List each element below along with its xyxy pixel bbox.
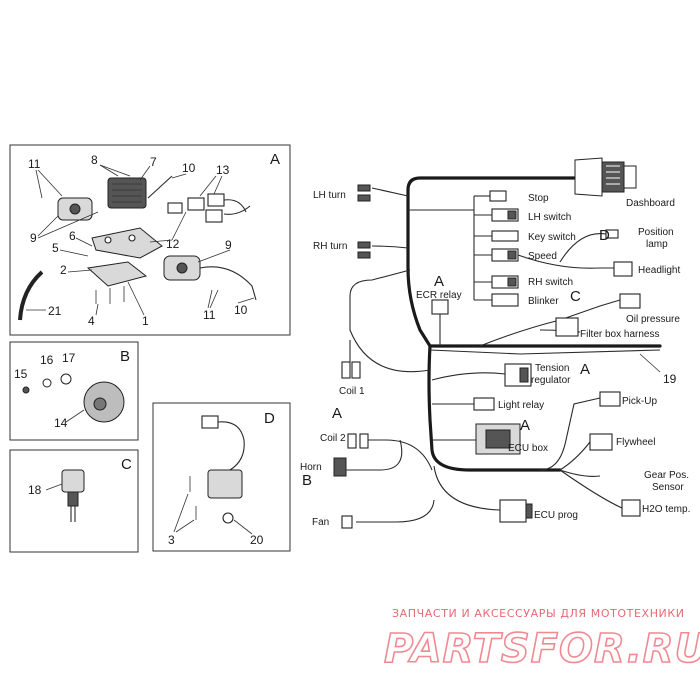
ref-7: 7 [150, 155, 157, 169]
watermark: ЗАПЧАСТИ И АКСЕССУАРЫ ДЛЯ МОТОТЕХНИКИ PA… [383, 607, 700, 673]
panel-d: D 3 20 [152, 402, 291, 552]
panel-b-letter: B [120, 348, 130, 365]
ref-18: 18 [28, 483, 42, 497]
letter-a-coil2: A [332, 405, 342, 422]
nut-15 [22, 386, 30, 394]
fan-connector [341, 515, 353, 529]
ref-15: 15 [14, 367, 28, 381]
label-rh-turn: RH turn [313, 241, 347, 252]
label-dashboard: Dashboard [626, 198, 675, 209]
label-coil1: Coil 1 [339, 386, 365, 397]
wiring-labels: LH turn RH turn Dashboard Stop LH switch… [300, 190, 690, 528]
label-gear-pos-1: Gear Pos. [644, 470, 689, 481]
module-connector [201, 415, 219, 429]
module-part [207, 469, 243, 499]
ref-1: 1 [142, 314, 149, 328]
wiring-harness [333, 157, 662, 529]
label-position-1: Position [638, 227, 674, 238]
watermark-logo: PARTSFOR.RU [384, 626, 700, 672]
ref-9-right: 9 [225, 238, 232, 252]
ref-14: 14 [54, 416, 68, 430]
ref-13: 13 [216, 163, 230, 177]
ref-17: 17 [62, 351, 76, 365]
label-lh-turn: LH turn [313, 190, 346, 201]
label-fan: Fan [312, 517, 329, 528]
label-oil-pressure: Oil pressure [626, 314, 680, 325]
ref-10-top: 10 [182, 161, 196, 175]
sensor-part [61, 469, 85, 493]
ref-3: 3 [168, 533, 175, 547]
ref-10-bottom: 10 [234, 303, 248, 317]
label-filter-box: Filter box harness [580, 329, 659, 340]
label-pick-up: Pick-Up [622, 396, 657, 407]
panel-c-letter: C [121, 456, 132, 473]
panel-d-letter: D [264, 410, 275, 427]
dashboard-connector [574, 157, 603, 197]
panel-a-leaders [26, 164, 255, 316]
lower-trunk [427, 344, 562, 472]
label-ecu-box: ECU box [508, 443, 548, 454]
label-ecu-prog: ECU prog [534, 510, 578, 521]
label-h2o: H2O temp. [642, 504, 690, 515]
label-headlight: Headlight [638, 265, 680, 276]
label-speed: Speed [528, 251, 557, 262]
washer-17 [60, 373, 72, 385]
bracket-part [91, 227, 163, 259]
ref-8: 8 [91, 153, 98, 167]
ref-6: 6 [69, 229, 76, 243]
ref-20: 20 [250, 533, 264, 547]
label-ecr-relay: ECR relay [416, 290, 462, 301]
letter-b-horn: B [302, 472, 312, 489]
ref-11-bottom: 11 [203, 308, 216, 322]
plate-part [86, 261, 148, 287]
ref-19-wire [429, 349, 661, 355]
label-gear-pos-2: Sensor [652, 482, 684, 493]
label-key-switch: Key switch [528, 232, 576, 243]
hose-part [18, 270, 44, 321]
letter-a-tension: A [580, 361, 590, 378]
letter-d-speed: D [599, 227, 610, 244]
ref-5: 5 [52, 241, 59, 255]
panel-a: A [9, 144, 291, 336]
label-blinker: Blinker [528, 296, 559, 307]
filter-box-connector [555, 317, 579, 337]
ecu-prog-connector [499, 499, 527, 523]
label-light-relay: Light relay [498, 400, 544, 411]
horn-connector [333, 457, 347, 477]
panel-a-letter: A [270, 151, 280, 168]
coil-cap [69, 203, 81, 215]
letter-c-oil: C [570, 288, 581, 305]
label-coil2: Coil 2 [320, 433, 346, 444]
connector-13a [187, 197, 205, 211]
label-position-2: lamp [646, 239, 668, 250]
label-horn: Horn [300, 462, 322, 473]
panel-c: C 18 [9, 449, 139, 553]
letter-a-ecr: A [434, 273, 444, 290]
ref-4: 4 [88, 314, 95, 328]
label-tension-1: Tension [535, 363, 569, 374]
label-rh-switch: RH switch [528, 277, 573, 288]
label-stop: Stop [528, 193, 549, 204]
watermark-tagline: ЗАПЧАСТИ И АКСЕССУАРЫ ДЛЯ МОТОТЕХНИКИ [392, 607, 685, 620]
ecr-relay-part [431, 299, 449, 315]
ref-9-left: 9 [30, 231, 37, 245]
relay-block [107, 177, 147, 209]
panel-b: B 15 16 17 14 [9, 341, 139, 441]
washer-16 [42, 378, 52, 388]
label-tension-2: regulator [531, 375, 571, 386]
ref-19: 19 [663, 372, 677, 386]
main-trunk [406, 176, 662, 348]
ref-2: 2 [60, 263, 67, 277]
ref-21: 21 [48, 304, 62, 318]
cable-10 [147, 175, 173, 199]
label-lh-switch: LH switch [528, 212, 571, 223]
letter-a-ecu: A [520, 417, 530, 434]
panel-a-parts [18, 175, 257, 321]
ref-16: 16 [40, 353, 54, 367]
label-flywheel: Flywheel [616, 437, 655, 448]
ref-11-top: 11 [28, 157, 41, 171]
module-bolt [222, 512, 234, 524]
